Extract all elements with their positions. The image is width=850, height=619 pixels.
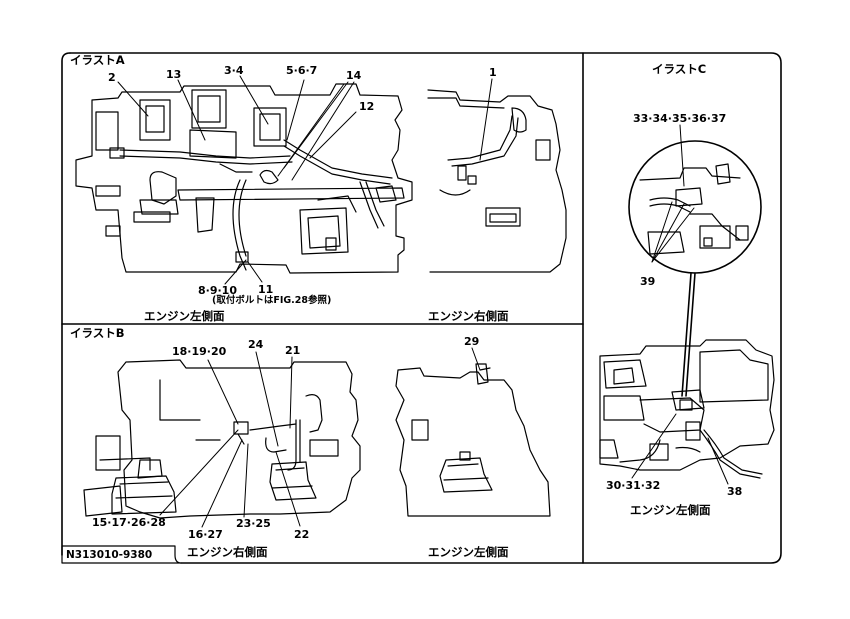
callout-2: 2 [108, 71, 116, 84]
engine-b-right [83, 359, 361, 519]
callout-16-27: 16·27 [188, 528, 223, 541]
callout-24: 24 [248, 338, 264, 351]
callout-38: 38 [727, 485, 743, 498]
callout-22: 22 [294, 528, 310, 541]
callout-15-17-26-28: 15·17·26·28 [92, 516, 166, 529]
engine-a-left [75, 83, 413, 274]
callout-12: 12 [359, 100, 375, 113]
caption-c: エンジン左側面 [630, 503, 711, 517]
frame-lines [61, 52, 782, 564]
callout-3-4: 3·4 [224, 64, 244, 77]
caption-b-right: エンジン左側面 [428, 545, 509, 559]
callout-5-6-7: 5·6·7 [286, 64, 318, 77]
mounting-bolt-note: (取付ボルトはFIG.28参照) [212, 295, 332, 306]
callout-29: 29 [464, 335, 480, 348]
caption-a-left: エンジン左側面 [144, 309, 225, 323]
engine-c [599, 140, 775, 479]
callout-23-25: 23·25 [236, 517, 271, 530]
title-illustration-b: イラストB [70, 326, 125, 340]
callout-18-19-20: 18·19·20 [172, 345, 227, 358]
figure-code: N313010-9380 [66, 549, 153, 561]
caption-a-right: エンジン右側面 [428, 309, 509, 323]
engine-a-right [427, 89, 567, 273]
caption-b-left: エンジン右側面 [187, 545, 268, 559]
callout-30-31-32: 30·31·32 [606, 479, 661, 492]
leader-lines [117, 75, 729, 528]
callout-1: 1 [489, 66, 497, 79]
callout-39: 39 [640, 275, 656, 288]
title-illustration-c: イラストC [652, 62, 707, 76]
engine-b-left [395, 363, 551, 517]
callout-14: 14 [346, 69, 362, 82]
title-illustration-a: イラストA [70, 53, 125, 67]
callout-11: 11 [258, 283, 274, 296]
callout-33-37: 33·34·35·36·37 [633, 112, 727, 125]
callout-8-9-10: 8·9·10 [198, 284, 237, 297]
callout-13: 13 [166, 68, 182, 81]
callout-21: 21 [285, 344, 301, 357]
